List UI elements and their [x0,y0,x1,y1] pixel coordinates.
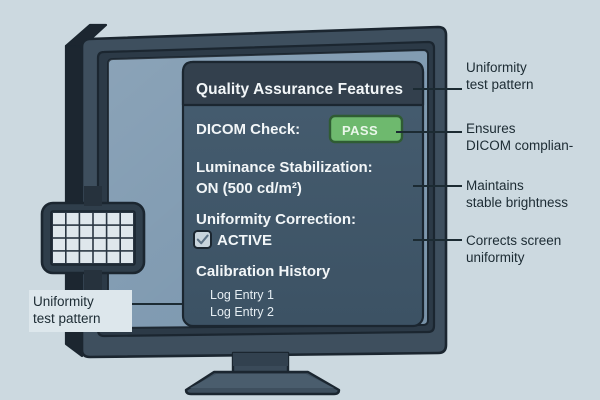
calibration-history-label: Calibration History [196,263,331,280]
dicom-status-label[interactable]: PASS [342,123,379,138]
test-pattern-cell [66,213,79,225]
stand-neck-shade [233,353,288,366]
test-pattern-cell [93,213,106,225]
luminance-label: Luminance Stabilization: [196,159,373,176]
luminance-value: ON (500 cd/m²) [196,180,302,197]
test-pattern-cell [93,238,106,251]
test-pattern-cell [121,238,133,251]
annotation-stable-brightness: Maintains stable brightness [466,178,569,210]
test-pattern-cell [66,225,79,238]
test-pattern-cell [53,213,65,225]
annotation-uniformity-test-pattern: Uniformity test pattern [466,60,534,92]
test-pattern-cell [66,251,79,263]
log-entry-2[interactable]: Log Entry 2 [210,305,274,319]
test-pattern-cell [107,225,120,238]
qa-panel-header [181,60,425,107]
uniformity-value[interactable]: ACTIVE [217,232,273,249]
test-pattern-cell [121,225,133,238]
test-pattern-cell [121,213,133,225]
uniformity-checkbox[interactable] [193,230,212,249]
test-pattern-cell [80,251,93,263]
qa-panel-title: Quality Assurance Features [196,81,404,98]
test-pattern-grid [53,213,133,263]
annotation-left-uniformity-test-pattern: Uniformity test pattern [33,294,101,326]
test-pattern-cell [53,251,65,263]
annotation-dicom-compliance: Ensures DICOM complian- [466,121,574,153]
stand-base-top [190,374,334,388]
test-pattern-cell [121,251,133,263]
test-pattern-cell [93,225,106,238]
uniformity-label: Uniformity Correction: [196,211,357,228]
test-pattern-cell [107,213,120,225]
test-pattern-cell [53,225,65,238]
left-callout-background [29,290,132,332]
annotation-corrects-uniformity: Corrects screen uniformity [466,233,562,265]
test-pattern-cell [107,238,120,251]
pattern-post-top [84,186,102,206]
test-pattern-cell [107,251,120,263]
test-pattern-cell [80,225,93,238]
dicom-status-badge[interactable] [328,114,404,144]
dicom-check-label: DICOM Check: [196,121,301,138]
log-entry-1[interactable]: Log Entry 1 [210,288,274,302]
test-pattern-screen [50,210,136,266]
checkmark-icon [196,234,209,245]
test-pattern-cell [66,238,79,251]
test-pattern-cell [80,213,93,225]
pattern-post-bottom [84,270,102,294]
test-pattern-cell [80,238,93,251]
test-pattern-cell [53,238,65,251]
test-pattern-cell [93,251,106,263]
